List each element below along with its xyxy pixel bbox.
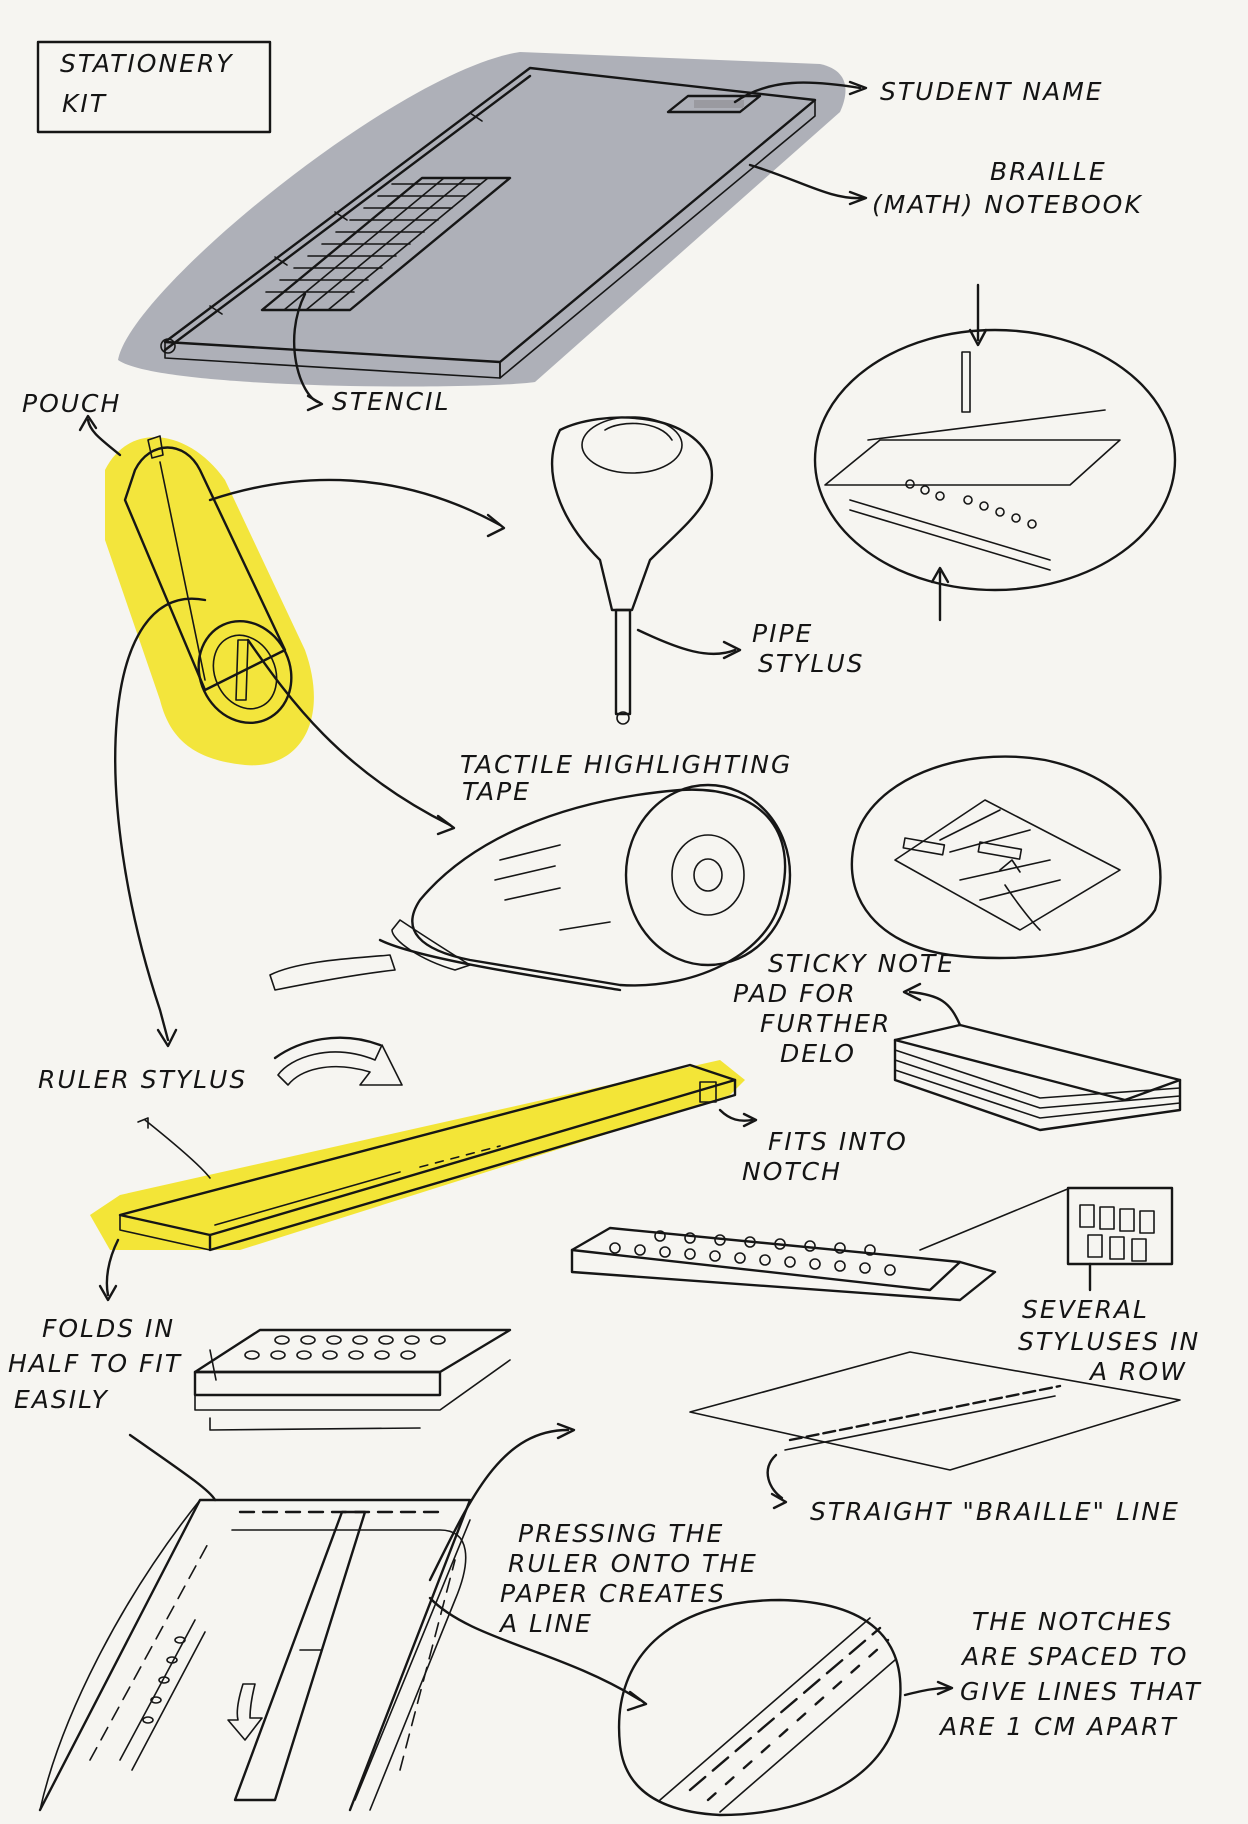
label-sticky-3: FURTHER [760, 1009, 891, 1038]
student-name-tag [666, 94, 762, 114]
pouch [105, 435, 314, 766]
folded-ruler [193, 1328, 512, 1431]
pipe-stylus-callouts: PIPE STYLUS [636, 619, 865, 678]
label-pouch: POUCH [22, 389, 121, 418]
label-notebook-1: BRAILLE [990, 157, 1107, 186]
pipe-stylus [551, 416, 714, 725]
label-notches-3: GIVE LINES THAT [960, 1677, 1202, 1706]
stylus-row-ruler: SEVERAL STYLUSES IN A ROW [570, 1186, 1200, 1386]
label-ruler-stylus: RULER STYLUS [38, 1065, 247, 1094]
label-sticky-4: DELO [780, 1039, 856, 1068]
label-several-2: STYLUSES IN [1018, 1327, 1200, 1356]
label-press-3: PAPER CREATES [500, 1579, 726, 1608]
ruler-on-paper: PRESSING THE RULER ONTO THE PAPER CREATE… [38, 1433, 758, 1812]
sticky-note-pad: STICKY NOTE PAD FOR FURTHER DELO [733, 949, 1182, 1132]
label-notches-4: ARE 1 CM APART [938, 1712, 1178, 1741]
notebook-callouts: STUDENT NAME BRAILLE (MATH) NOTEBOOK STE… [292, 77, 1143, 416]
label-notebook-2: (MATH) NOTEBOOK [872, 190, 1143, 219]
ruler-stylus: RULER STYLUS FITS INTO NOTCH FOLDS IN HA… [8, 1036, 908, 1414]
label-folds-2: HALF TO FIT [8, 1349, 182, 1378]
label-pipe-stylus-1: PIPE [752, 619, 813, 648]
stencil-grid [260, 176, 512, 312]
label-folds-3: EASILY [14, 1385, 109, 1414]
label-fits-1: FITS INTO [768, 1127, 908, 1156]
label-stencil: STENCIL [332, 387, 450, 416]
title-line-2: KIT [62, 89, 107, 118]
label-braille-line: STRAIGHT "BRAILLE" LINE [810, 1497, 1180, 1526]
label-folds-1: FOLDS IN [42, 1314, 175, 1343]
label-press-2: RULER ONTO THE [508, 1549, 758, 1578]
title-line-1: STATIONERY [60, 49, 234, 78]
label-student-name: STUDENT NAME [880, 77, 1104, 106]
label-press-1: PRESSING THE [518, 1519, 724, 1548]
label-notches-2: ARE SPACED TO [960, 1642, 1188, 1671]
label-several-1: SEVERAL [1022, 1295, 1149, 1324]
label-several-3: A ROW [1088, 1357, 1187, 1386]
braille-detail-circle [813, 283, 1177, 622]
tactile-highlighting-tape: TACTILE HIGHLIGHTING TAPE [269, 750, 792, 992]
braille-line-paper: STRAIGHT "BRAILLE" LINE [428, 1351, 1181, 1582]
title-box: STATIONERY KIT [36, 40, 272, 134]
label-tape-1: TACTILE HIGHLIGHTING [460, 750, 792, 779]
label-tape-2: TAPE [462, 777, 531, 806]
label-sticky-1: STICKY NOTE [768, 949, 955, 978]
pouch-callouts: POUCH [22, 389, 506, 1048]
label-pipe-stylus-2: STYLUS [758, 649, 865, 678]
tape-in-use-circle [850, 755, 1162, 960]
label-press-4: A LINE [498, 1609, 593, 1638]
label-fits-2: NOTCH [742, 1157, 842, 1186]
label-notches-1: THE NOTCHES [972, 1607, 1173, 1636]
notch-detail-circle: THE NOTCHES ARE SPACED TO GIVE LINES THA… [617, 1598, 1202, 1817]
label-sticky-2: PAD FOR [733, 979, 857, 1008]
